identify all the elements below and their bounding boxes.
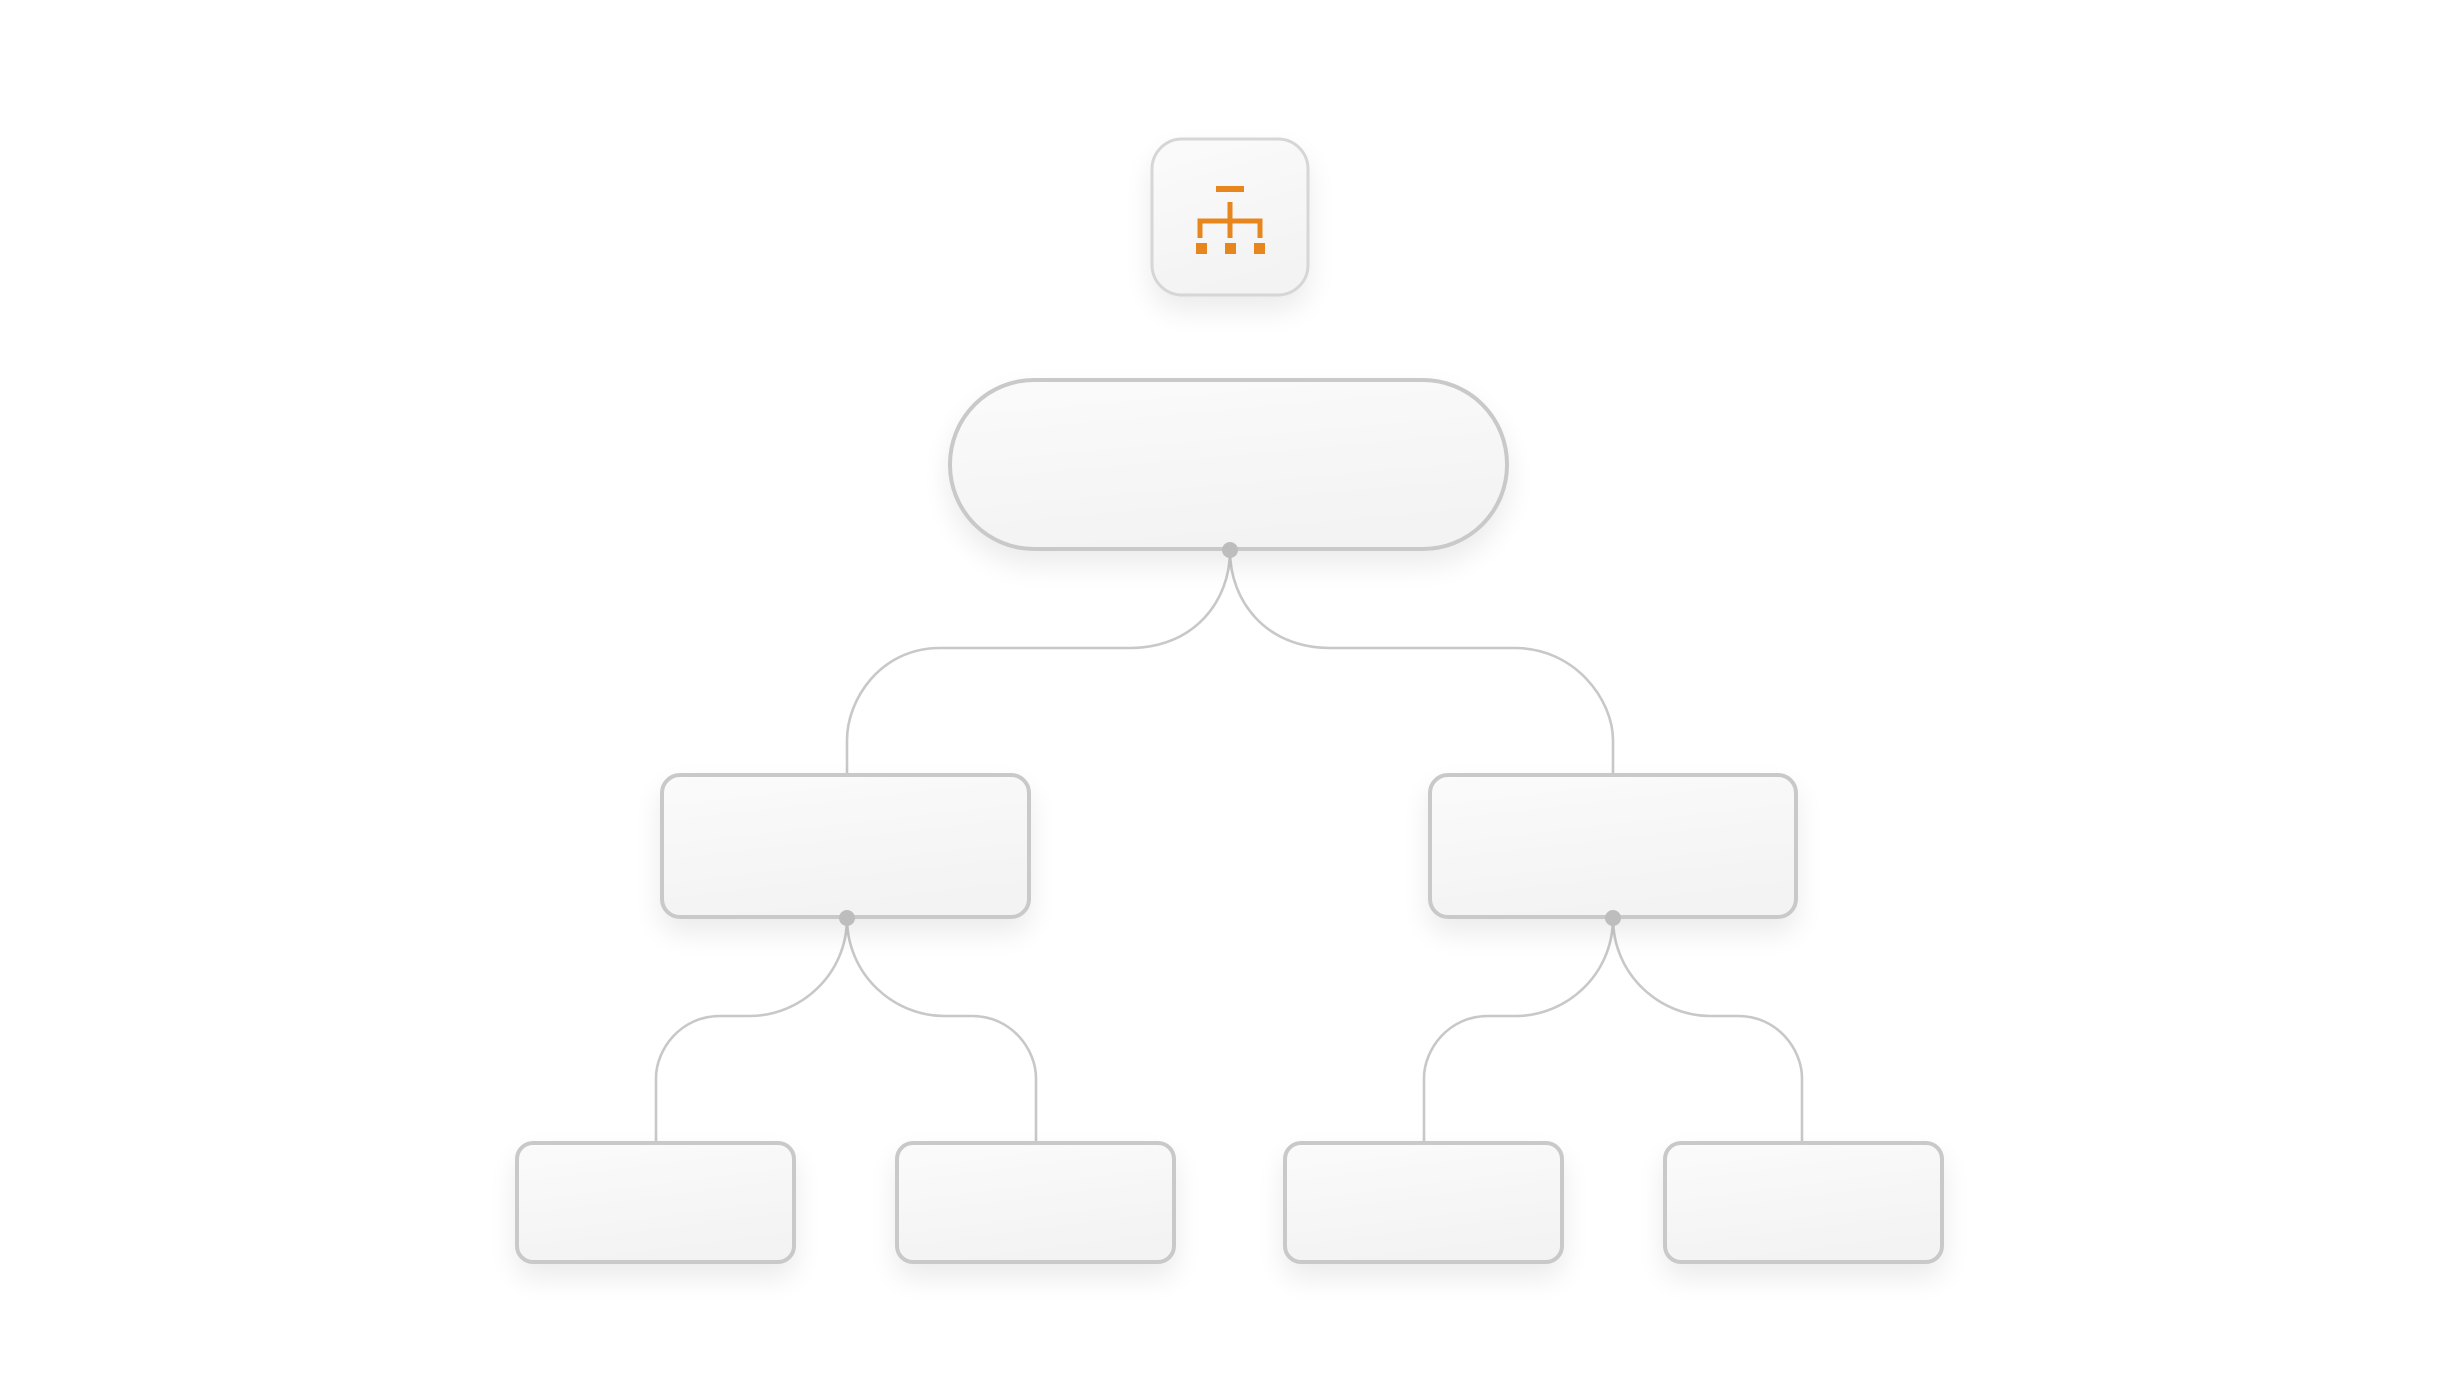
- tree-node-left-right: [895, 1141, 1176, 1264]
- port-right: [1605, 910, 1621, 926]
- connector-right-rightright: [1611, 917, 1804, 1142]
- connector-left-leftright: [845, 917, 1038, 1142]
- tree-node-right-right: [1663, 1141, 1944, 1264]
- tree-node-right: [1428, 773, 1798, 919]
- connector-left-leftleft: [654, 917, 849, 1142]
- connector-right-rightleft: [1422, 917, 1615, 1142]
- connector-root-right: [1228, 550, 1615, 775]
- connectors: [654, 550, 1804, 1142]
- tree-node-left: [660, 773, 1031, 919]
- org-chart-icon: [1196, 186, 1265, 254]
- port-root: [1222, 542, 1238, 558]
- connector-root-left: [845, 550, 1232, 775]
- tree-node-right-left: [1283, 1141, 1564, 1264]
- tree-node-root: [948, 378, 1509, 551]
- port-left: [839, 910, 855, 926]
- tree-node-left-left: [515, 1141, 796, 1264]
